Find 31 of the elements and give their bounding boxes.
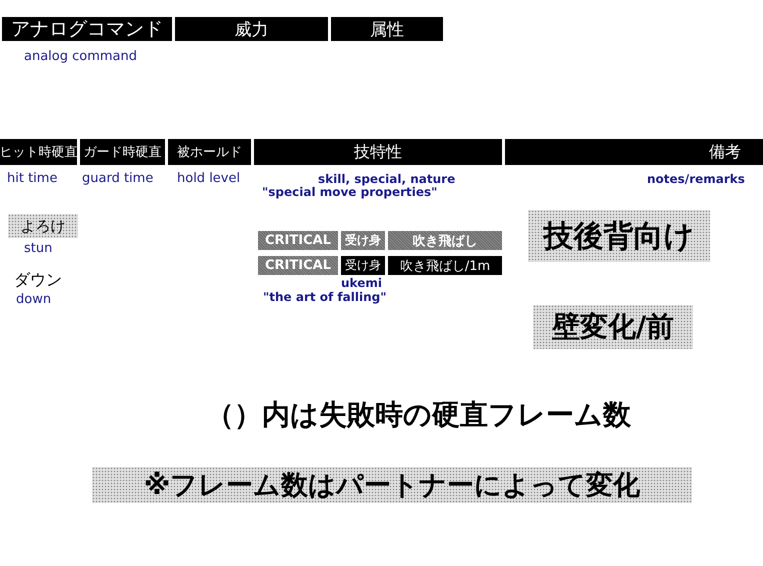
shaded-text-box: 技後背向け xyxy=(528,210,710,262)
column-header-bar: 備考 xyxy=(505,139,763,165)
translation-label: hold level xyxy=(177,171,240,186)
translation-label: analog command xyxy=(24,49,138,64)
column-header-bar: 受け身 xyxy=(341,256,385,275)
shaded-text-box: ※フレーム数はパートナーによって変化 xyxy=(92,467,692,503)
column-header-bar: 技特性 xyxy=(254,139,502,165)
translation-label: "special move properties" xyxy=(262,185,438,199)
column-header-bar: ヒット時硬直 xyxy=(0,139,77,165)
term-label: ダウン xyxy=(14,270,62,291)
column-header-bar: 吹き飛ばし/1m xyxy=(388,256,502,275)
column-header-bar: ガード時硬直 xyxy=(80,139,165,165)
translation-label: down xyxy=(16,292,52,307)
translation-label: ukemi xyxy=(341,276,382,290)
note-text: （）内は失敗時の硬直フレーム数 xyxy=(206,397,631,433)
shaded-text-box: 壁変化/前 xyxy=(533,305,693,349)
translation-label: "the art of falling" xyxy=(263,290,386,304)
translation-label: guard time xyxy=(82,171,154,186)
translation-label: skill, special, nature xyxy=(318,172,456,186)
column-header-bar: アナログコマンド xyxy=(2,17,172,41)
translation-label: hit time xyxy=(7,171,58,186)
translation-label: stun xyxy=(24,241,52,256)
property-tag: 吹き飛ばし xyxy=(388,231,502,250)
property-tag: CRITICAL xyxy=(258,231,338,250)
property-tag: 受け身 xyxy=(341,231,385,250)
translation-label: notes/remarks xyxy=(647,172,745,186)
column-header-bar: 属性 xyxy=(331,17,443,41)
column-header-bar: 威力 xyxy=(175,17,328,41)
column-header-bar: 被ホールド xyxy=(168,139,251,165)
property-tag: CRITICAL xyxy=(258,256,338,275)
shaded-term-box: よろけ xyxy=(8,214,78,238)
